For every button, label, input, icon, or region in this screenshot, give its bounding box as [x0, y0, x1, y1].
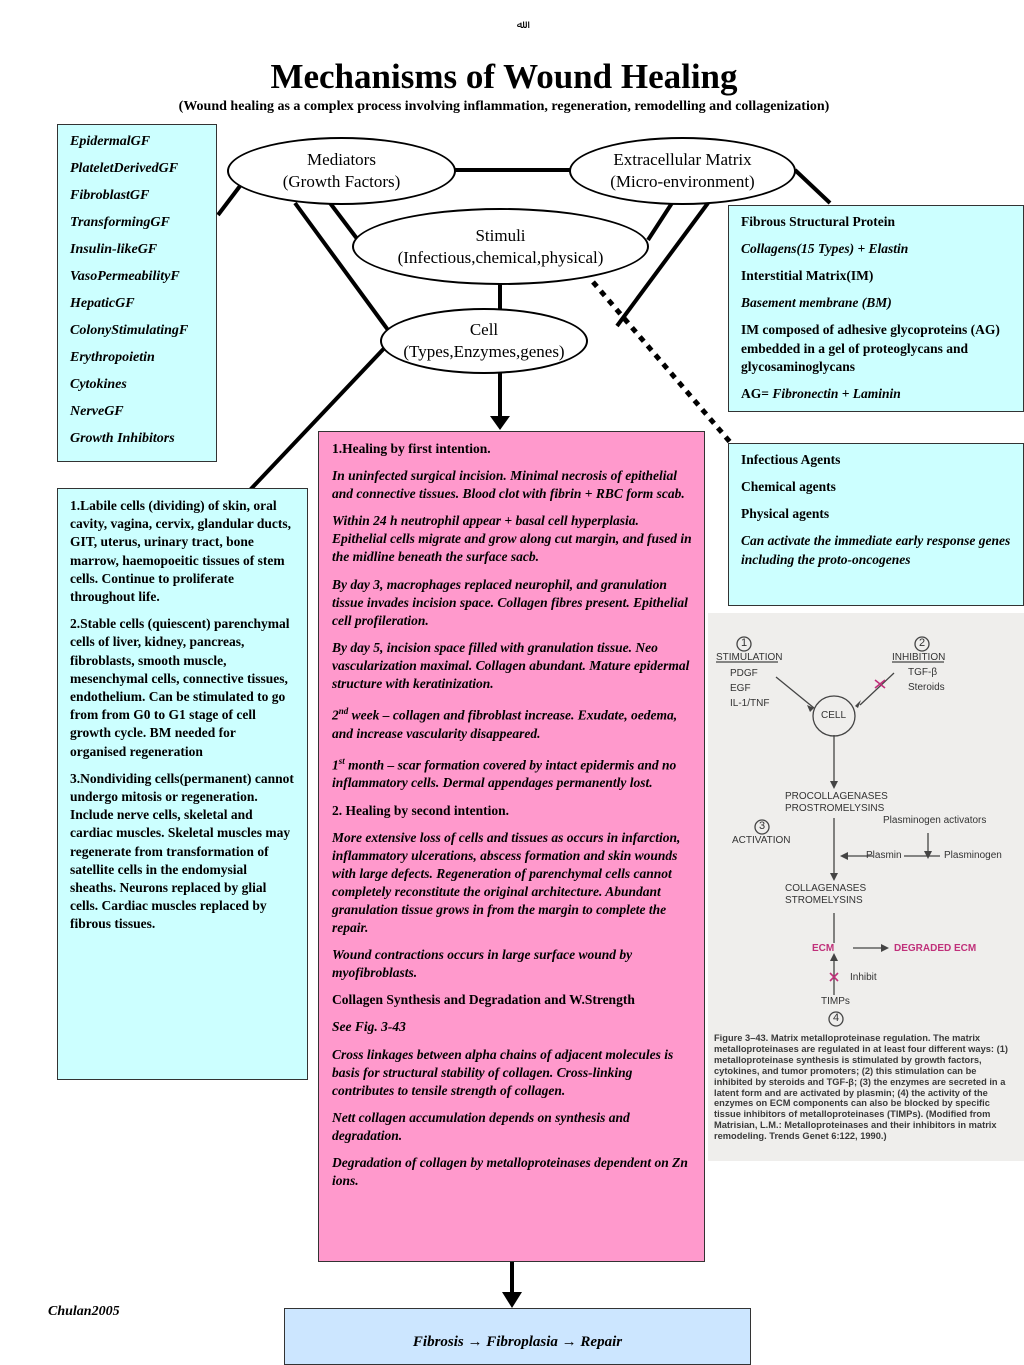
page-subtitle: (Wound healing as a complex process invo…: [178, 99, 830, 114]
fig-inhibition: INHIBITION: [892, 652, 946, 663]
ecm-node: Extracellular Matrix (Micro-environment): [569, 137, 796, 205]
cell-title: Cell: [469, 320, 499, 339]
fig-steroids: Steroids: [908, 682, 945, 693]
mediators-subtitle: (Growth Factors): [282, 172, 401, 191]
growth-factor-item: VasoPermeabilityF: [70, 269, 180, 284]
fig-step-4: 4: [833, 1012, 840, 1024]
fig-collagenases: COLLAGENASES: [785, 883, 867, 894]
agents-box: Infectious Agents Chemical agents Physic…: [728, 443, 1024, 606]
week-number: 2: [332, 707, 339, 723]
fig-ecm: ECM: [812, 943, 835, 954]
month-number: 1: [332, 757, 339, 773]
page-title: Mechanisms of Wound Healing: [270, 57, 738, 96]
growth-factor-item: Cytokines: [70, 377, 127, 392]
author-credit: Chulan2005: [48, 1304, 120, 1319]
figure-reference: See Fig. 3-43: [332, 1019, 406, 1035]
fig-stimulation: STIMULATION: [716, 652, 783, 663]
healing-box: 1.Healing by first intention. In uninfec…: [318, 431, 705, 1262]
growth-factor-item: FibroblastGF: [70, 188, 150, 203]
healing-paragraph: More extensive loss of cells and tissues…: [332, 829, 681, 936]
month-suffix: st: [338, 755, 345, 766]
healing-paragraph: By day 3, macrophages replaced neurophil…: [332, 576, 688, 628]
ecm-line-ag: AG= Fibronectin + Laminin: [741, 385, 1013, 404]
ecm-line-im-composition: IM composed of adhesive glycoproteins (A…: [741, 322, 1000, 374]
healing-paragraph: Within 24 h neutrophil appear + basal ce…: [332, 513, 692, 565]
ecm-ag-label: AG=: [741, 386, 773, 401]
fig-degraded-ecm: DEGRADED ECM: [894, 943, 977, 954]
fig-caption: Figure 3–43. Matrix metalloproteinase re…: [714, 1033, 1008, 1142]
week-suffix: nd: [338, 706, 349, 717]
stimuli-title: Stimuli: [475, 225, 526, 245]
growth-factor-item: NerveGF: [70, 404, 124, 419]
stimuli-subtitle: (Infectious,chemical,physical): [397, 247, 604, 267]
ecm-title: Extracellular Matrix: [613, 150, 752, 169]
healing-paragraph: Cross linkages between alpha chains of a…: [332, 1046, 674, 1098]
fig-inhibit: Inhibit: [850, 972, 877, 983]
figure-3-43: 1 STIMULATION PDGF EGF IL-1/TNF 2 INHIBI…: [708, 613, 1024, 1161]
healing-paragraph: Wound contractions occurs in large surfa…: [332, 947, 633, 981]
healing-paragraph: Degradation of collagen by metalloprotei…: [332, 1155, 688, 1189]
stimuli-node: Stimuli (Infectious,chemical,physical): [352, 208, 649, 285]
header-symbol: ﷲ: [516, 19, 524, 31]
ecm-details-box: Fibrous Structural Protein Collagens(15 …: [728, 205, 1024, 412]
fig-egf: EGF: [730, 683, 751, 694]
fig-step-2: 2: [919, 637, 926, 649]
outcome-box: Fibrosis → Fibroplasia → Repair: [284, 1308, 751, 1365]
healing-paragraph: By day 5, incision space filled with gra…: [332, 639, 690, 692]
collagen-heading: Collagen Synthesis and Degradation and W…: [332, 992, 635, 1008]
agent-chemical: Chemical agents: [741, 479, 836, 494]
fig-stromelysins: STROMELYSINS: [785, 895, 863, 906]
mediators-node: Mediators (Growth Factors): [227, 137, 456, 205]
ecm-line-fibrous: Fibrous Structural Protein: [741, 214, 895, 229]
ecm-line-interstitial: Interstitial Matrix(IM): [741, 268, 874, 283]
growth-factor-item: ColonyStimulatingF: [70, 323, 189, 338]
growth-factor-item: TransformingGF: [70, 215, 170, 230]
healing-first-heading: 1.Healing by first intention.: [332, 441, 491, 456]
cell-node: Cell (Types,Enzymes,genes): [380, 308, 588, 374]
mediators-title: Mediators: [307, 150, 376, 169]
healing-paragraph: 2nd week – collagen and fibroblast incre…: [332, 702, 694, 743]
growth-factor-item: Erythropoietin: [70, 350, 155, 365]
labile-cells-text: 1.Labile cells (dividing) of skin, oral …: [70, 498, 292, 605]
month-text: month – scar formation covered by intact…: [332, 757, 677, 791]
week-text: week – collagen and fibroblast increase.…: [332, 707, 678, 741]
ecm-subtitle: (Micro-environment): [610, 172, 755, 191]
ecm-ag-value: Fibronectin + Laminin: [772, 386, 901, 401]
nondividing-cells-text: 3.Nondividing cells(permanent) cannot un…: [70, 770, 294, 932]
healing-paragraph: In uninfected surgical incision. Minimal…: [332, 468, 685, 502]
stable-cells-text: 2.Stable cells (quiescent) parenchymal c…: [70, 616, 290, 759]
ecm-line-collagens: Collagens(15 Types) + Elastin: [741, 241, 909, 256]
ecm-line-basement: Basement membrane (BM): [741, 295, 892, 310]
agent-infectious: Infectious Agents: [741, 452, 841, 467]
figure-arrows: [716, 636, 944, 1027]
growth-factors-box: EpidermalGF PlateletDerivedGF Fibroblast…: [57, 124, 217, 462]
fig-procollagenases: PROCOLLAGENASES: [785, 791, 888, 802]
agent-note: Can activate the immediate early respons…: [741, 533, 1011, 567]
fig-plasminogen: Plasminogen: [944, 850, 1002, 861]
growth-factor-item: PlateletDerivedGF: [70, 161, 179, 176]
agent-physical: Physical agents: [741, 506, 830, 521]
fig-activation: ACTIVATION: [732, 835, 791, 846]
fig-step-3: 3: [759, 820, 766, 832]
growth-factor-item: HepaticGF: [70, 296, 135, 311]
healing-second-heading: 2. Healing by second intention.: [332, 802, 510, 818]
fig-plasminogen-activators: Plasminogen activators: [883, 815, 987, 826]
growth-factor-item: EpidermalGF: [70, 134, 151, 149]
fig-timps: TIMPs: [821, 996, 850, 1007]
outcome-text: Fibrosis → Fibroplasia → Repair: [412, 1334, 623, 1350]
growth-factor-item: Growth Inhibitors: [70, 431, 175, 446]
fig-cell: CELL: [821, 710, 847, 721]
fig-prostromelysins: PROSTROMELYSINS: [785, 803, 885, 814]
fig-il1: IL-1/TNF: [730, 698, 770, 709]
cell-types-box: 1.Labile cells (dividing) of skin, oral …: [57, 488, 308, 1080]
fig-pdgf: PDGF: [730, 668, 758, 679]
healing-paragraph: Nett collagen accumulation depends on sy…: [332, 1109, 630, 1143]
fig-plasmin: Plasmin: [866, 850, 902, 861]
fig-step-1: 1: [741, 637, 748, 649]
growth-factor-item: Insulin-likeGF: [70, 242, 158, 257]
cell-subtitle: (Types,Enzymes,genes): [403, 342, 565, 361]
healing-paragraph: 1st month – scar formation covered by in…: [332, 752, 694, 793]
fig-tgf: TGF-β: [908, 667, 938, 678]
